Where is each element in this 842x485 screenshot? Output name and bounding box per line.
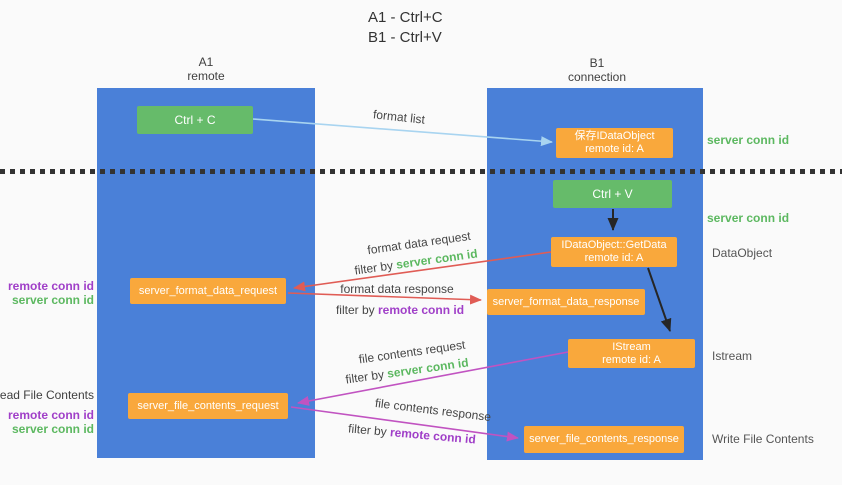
format-data-response-label: format data response [340, 282, 454, 296]
diagram-title: A1 - Ctrl+C B1 - Ctrl+V [368, 8, 443, 48]
conn-id-pair-top: remote conn id server conn id [8, 279, 94, 307]
session-separator-dotted-line [0, 169, 842, 174]
dataobject-label: DataObject [712, 246, 773, 260]
ctrl-v-node: Ctrl + V [553, 180, 672, 208]
istream-line2: remote id: A [602, 353, 661, 366]
server-file-contents-response-label: server_file_contents_response [529, 433, 679, 445]
server-format-data-response-node: server_format_data_response [487, 289, 645, 315]
server-file-contents-request-node: server_file_contents_request [128, 393, 288, 419]
file-contents-response-label: file contents response [374, 395, 492, 425]
lifeline-header-a1: A1 remote [146, 55, 266, 83]
write-file-contents-label: Write File Contents [712, 432, 814, 446]
ctrl-v-label: Ctrl + V [592, 186, 633, 201]
remote-conn-id-left-1: remote conn id [7, 279, 94, 293]
istream-line1: IStream [612, 340, 651, 353]
filter-by-text: filter by [344, 367, 385, 387]
save-dataobject-line1: 保存IDataObject [574, 130, 655, 142]
lifeline-b-id: B1 [589, 56, 605, 70]
server-file-contents-request-label: server_file_contents_request [137, 399, 279, 412]
ctrl-c-label: Ctrl + C [174, 112, 216, 127]
title-line-a: A1 - Ctrl+C [368, 9, 443, 26]
lifeline-a-id: A1 [198, 55, 214, 69]
remote-conn-id-left-2: remote conn id [7, 408, 94, 422]
server-file-contents-response-node: server_file_contents_response [524, 426, 684, 453]
remote-conn-id-text: remote conn id [378, 303, 465, 317]
filter-by-text: filter by [335, 303, 375, 317]
istream-side-label: Istream [712, 349, 753, 363]
lifeline-header-b1: B1 connection [537, 56, 657, 84]
getdata-line2: remote id: A [584, 252, 644, 264]
save-dataobject-node: 保存IDataObject remote id: A [556, 128, 673, 158]
server-format-data-response-label: server_format_data_response [492, 295, 640, 308]
server-conn-id-left-2: server conn id [11, 422, 94, 436]
server-format-data-request-label: server_format_data_request [138, 284, 278, 297]
format-list-label: format list [372, 107, 426, 127]
server-conn-id-left-1: server conn id [11, 293, 94, 307]
lifeline-a-subtitle: remote [187, 69, 225, 83]
filter-by-remote-conn-label-1: filter by remote conn id [336, 303, 464, 317]
ctrl-c-node: Ctrl + C [137, 106, 253, 134]
save-dataobject-line2: remote id: A [585, 143, 644, 155]
filter-by-text: filter by [347, 421, 388, 439]
getdata-line1: IDataObject::GetData [561, 239, 667, 251]
title-line-b: B1 - Ctrl+V [368, 29, 442, 46]
server-format-data-request-node: server_format_data_request [130, 278, 286, 304]
lifeline-b-subtitle: connection [567, 70, 627, 84]
server-conn-id-right-top: server conn id [707, 133, 790, 147]
filter-by-remote-conn-label-2: filter by remote conn id [348, 421, 477, 446]
filter-by-text: filter by [353, 258, 394, 278]
getdata-node: IDataObject::GetData remote id: A [551, 237, 677, 267]
istream-node: IStream remote id: A [568, 339, 695, 368]
server-conn-id-right-mid: server conn id [707, 211, 790, 225]
read-file-contents-label: Read File Contents [0, 388, 94, 402]
remote-conn-id-text: remote conn id [389, 425, 477, 447]
conn-id-pair-bottom: remote conn id server conn id [8, 408, 94, 436]
